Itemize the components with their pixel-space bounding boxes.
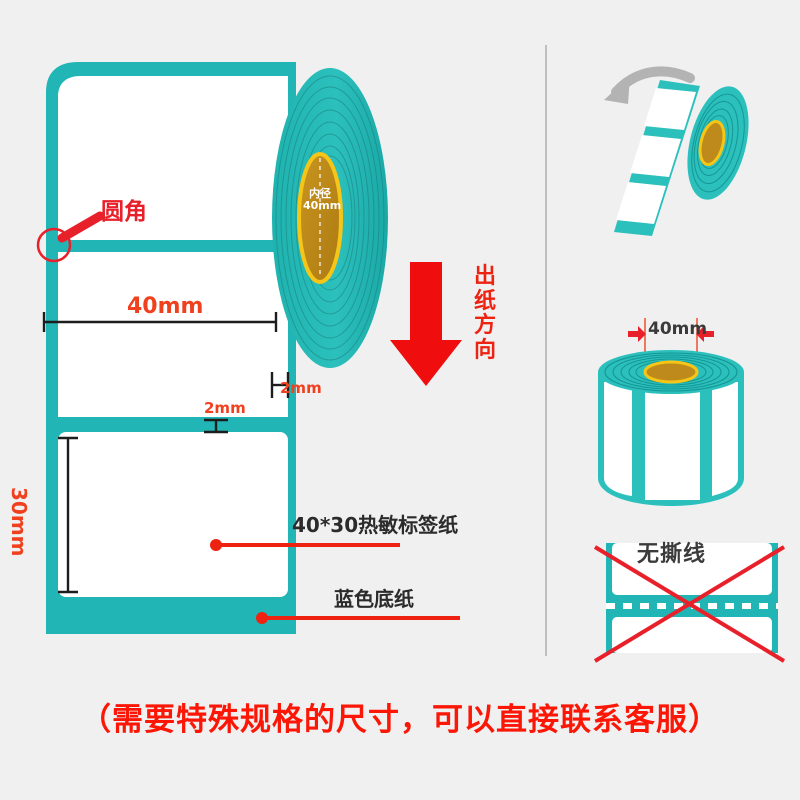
roll-top-core bbox=[643, 360, 699, 384]
dimension-gap-2mm bbox=[204, 418, 228, 434]
callout-blue-liner-paper: 蓝色底纸 bbox=[334, 587, 414, 611]
roll-core-label: 内径 40mm bbox=[303, 187, 341, 213]
label-strip-group bbox=[46, 62, 296, 634]
arrow-right-icon bbox=[628, 326, 646, 342]
dimension-height-30mm bbox=[58, 436, 78, 594]
roll-3d-illustration bbox=[604, 66, 749, 236]
rounded-corner-highlight-circle bbox=[36, 227, 72, 263]
callout-thermal-label-leader bbox=[210, 539, 400, 551]
roll-3d-core bbox=[698, 119, 726, 167]
label-face-top bbox=[58, 76, 288, 240]
callout-thermal-label-paper: 40*30热敏标签纸 bbox=[292, 513, 459, 537]
roll-core-label-line2: 40mm bbox=[303, 199, 342, 213]
dimension-height-label: 30mm bbox=[7, 487, 31, 557]
dimension-margin-label: 2mm bbox=[280, 379, 322, 397]
roll-top-core-diameter-label: 40mm bbox=[648, 319, 708, 339]
no-tear-line-illustration bbox=[593, 543, 786, 663]
label-face-middle bbox=[58, 252, 288, 417]
label-face-bottom bbox=[58, 432, 288, 597]
callout-liner-leader bbox=[256, 612, 460, 624]
no-tear-line-label: 无撕线 bbox=[637, 542, 707, 567]
feed-direction-arrow-icon bbox=[390, 262, 462, 386]
dimension-width-40mm bbox=[42, 312, 278, 332]
red-cross-icon bbox=[593, 545, 786, 663]
label-roll-side-view bbox=[272, 68, 388, 368]
footer-caption: （需要特殊规格的尺寸，可以直接联系客服） bbox=[80, 702, 720, 738]
roll-core-label-line1: 内径 bbox=[309, 187, 331, 200]
dimension-margin-2mm bbox=[270, 372, 290, 398]
dimension-width-label: 40mm bbox=[127, 294, 204, 319]
feed-direction-label: 出纸方向 bbox=[473, 264, 496, 363]
rounded-corner-pointer bbox=[57, 211, 105, 243]
callout-rounded-corner-label: 圆角 bbox=[101, 199, 147, 225]
roll-top-view-illustration bbox=[598, 318, 744, 506]
roll-concentric-rings bbox=[275, 75, 385, 361]
arrow-left-icon bbox=[696, 326, 714, 342]
dimension-gap-label: 2mm bbox=[204, 399, 246, 417]
